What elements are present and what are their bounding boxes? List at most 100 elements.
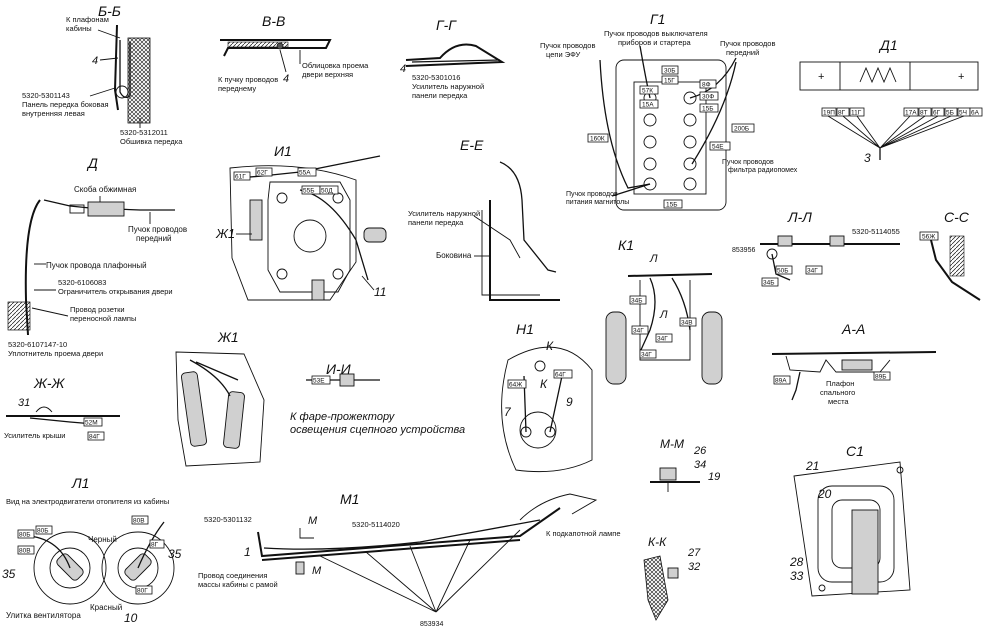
i1-fitting-bottom [311, 279, 325, 301]
l1-caption: Вид на электродвигатели отопителя из каб… [6, 497, 169, 506]
view-aa-title: А-А [841, 321, 865, 337]
zhzh-clip [35, 406, 53, 413]
view-d-label-1: Скоба обжимная [74, 185, 136, 194]
k1-rail [627, 273, 713, 277]
ss-seal [949, 235, 965, 277]
view-kk-title: К-К [648, 535, 667, 549]
n1-socket [519, 411, 557, 449]
view-d-label-5: Провод розетки [70, 305, 125, 314]
svg-text:8Т: 8Т [920, 110, 928, 117]
view-g1-filter: Пучок проводов [722, 159, 774, 166]
svg-text:11Г: 11Г [851, 110, 862, 117]
view-vv-num-4: 4 [283, 73, 289, 85]
aa-desc-2: спального [820, 388, 855, 397]
ll-tags: 50Б 34Г 34Б [761, 265, 823, 287]
bundle-radio [611, 183, 651, 197]
svg-text:8Г: 8Г [838, 110, 846, 117]
i1-plate [267, 181, 351, 293]
view-gg-num-4: 4 [400, 63, 406, 75]
svg-text:34Г: 34Г [807, 268, 818, 275]
svg-text:17А: 17А [905, 110, 917, 117]
svg-text:55Б: 55Б [303, 188, 315, 195]
i1-hub [293, 219, 327, 253]
m1-ground-bolt [295, 561, 305, 575]
k1-l-mid: Л [659, 309, 668, 321]
view-ee-label-3: Боковина [436, 251, 472, 260]
view-g1-efu-2: цепи ЭФУ [546, 50, 580, 59]
ee-panel [489, 200, 560, 301]
ee-panel-inner [481, 210, 540, 296]
k1-lamp-left [605, 311, 627, 385]
view-i1-title: И1 [274, 143, 292, 159]
svg-text:34Г: 34Г [657, 336, 668, 343]
view-d-label-3: передний [136, 234, 172, 243]
view-zh1: Ж1 [175, 329, 265, 467]
wire-section [276, 42, 284, 50]
g1-tags: 30Б 15Г 57К 15А 8Ф 30Ф 15Б 160К 200Б 54Е… [587, 65, 755, 209]
view-s1-title: С1 [846, 443, 864, 459]
view-g1-switch: Пучок проводов выключателя [604, 29, 708, 38]
view-g1-efu: Пучок проводов [540, 41, 595, 50]
l1-num-10: 10 [124, 611, 138, 625]
view-gg-desc-1: Усилитель наружной [412, 82, 484, 91]
reinforcement-profile [405, 43, 506, 67]
view-bb-cab-label-2: кабины [66, 24, 92, 33]
kk-num-32: 32 [688, 561, 700, 573]
svg-text:80Б: 80Б [37, 528, 49, 535]
d1-dividers [839, 62, 911, 90]
kk-num-27: 27 [687, 547, 701, 559]
i1-tags: 61Г 62Г 55А 55Б 50Д [233, 167, 339, 195]
m1-label-3: К подкапотной лампе [546, 529, 621, 538]
view-bb-cab-label: К плафонам [66, 15, 109, 24]
d1-leaders [827, 115, 965, 149]
svg-text:8Ф: 8Ф [702, 82, 711, 89]
zh1-wires [189, 359, 239, 397]
svg-text:34Б: 34Б [763, 280, 775, 287]
view-d-label-2: Пучок проводов [128, 225, 187, 234]
aa-lamp [841, 359, 873, 371]
wire [411, 59, 501, 63]
l1-tags: 80Б 80Б 80В 80В 8Г 80Г [17, 515, 165, 595]
aa-desc-1: Плафон [826, 379, 854, 388]
ss-tag-box [919, 231, 939, 241]
m1-num-1: 1 [244, 545, 251, 559]
m1-hood-lamp-bracket [519, 493, 598, 521]
i1-num-11: 11 [374, 285, 386, 299]
view-kk: К-К 27 32 [643, 535, 701, 621]
zh1-outline [175, 351, 265, 467]
svg-text:160К: 160К [590, 136, 605, 143]
d1-plus-right: + [958, 71, 964, 83]
view-gg-part: 5320-5301016 [412, 73, 460, 82]
n1-k-mid: К [540, 377, 548, 391]
leader [279, 49, 287, 73]
k1-lamp-right [701, 311, 723, 385]
svg-text:19П: 19П [823, 110, 835, 117]
svg-text:15А: 15А [642, 102, 654, 109]
l1-red: Красный [90, 603, 122, 612]
kk-section [643, 555, 669, 621]
s1-num-28: 28 [789, 555, 804, 569]
svg-text:15Г: 15Г [664, 78, 675, 85]
m1-m-top: М [308, 515, 318, 527]
i1-outline [229, 165, 357, 301]
svg-text:89Б: 89Б [875, 374, 887, 381]
svg-text:6Г: 6Г [933, 110, 941, 117]
view-gg-desc-2: панели передка [412, 91, 468, 100]
ee-reinforcement [473, 215, 521, 259]
svg-text:80В: 80В [19, 548, 31, 555]
n1-outline [501, 346, 593, 473]
view-n1: Н1 К К 64Ж 64Г 7 9 [501, 321, 593, 473]
l1-fan-right-outer [101, 531, 175, 605]
bundle-section [115, 85, 129, 99]
view-ss: С-С 56Ж [919, 209, 981, 301]
view-m1-title: М1 [340, 491, 359, 507]
m1-num: 853934 [420, 621, 443, 628]
l1-black: Черный [88, 535, 117, 544]
view-ee-label-2: панели передка [408, 218, 464, 227]
d1-plus-left: + [818, 71, 824, 83]
svg-text:5Б: 5Б [946, 110, 954, 117]
view-bb-part-2: 5320-5312011 [120, 128, 168, 137]
aa-wire [791, 371, 801, 401]
zhzh-label: Усилитель крыши [4, 431, 65, 440]
view-ll: Л-Л 5320-5114055 853956 50Б 34Г 34Б [732, 209, 900, 287]
